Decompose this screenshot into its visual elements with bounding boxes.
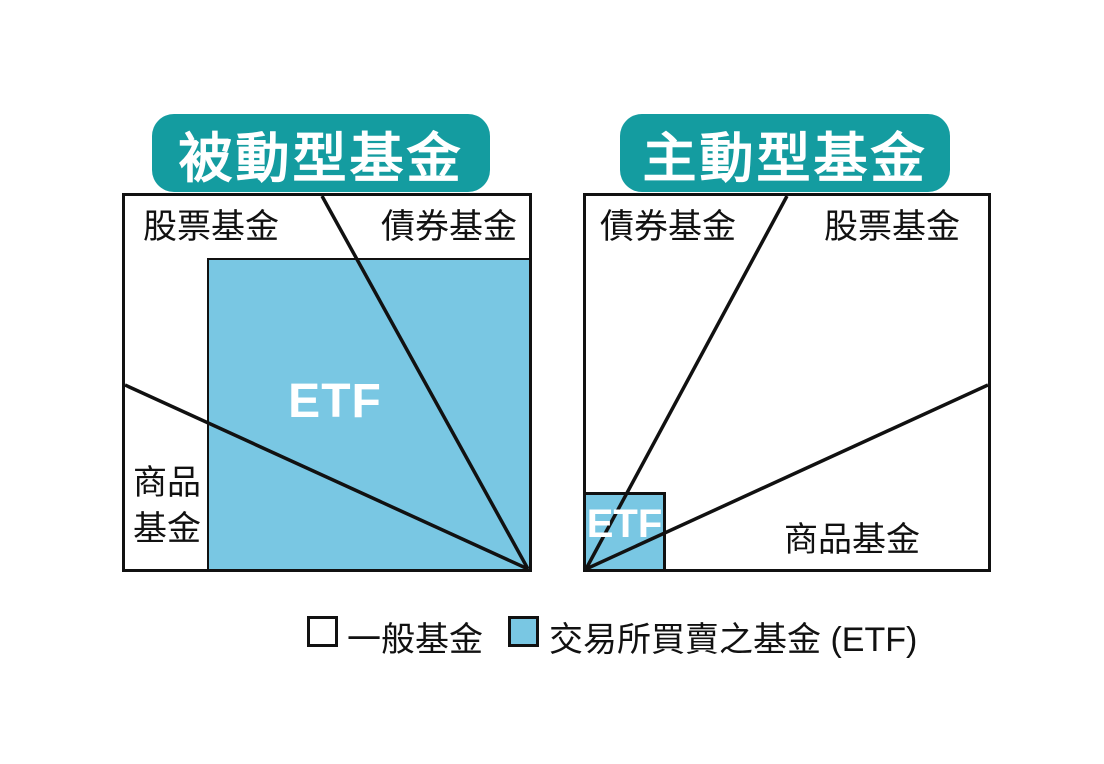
active-commodity-fund-label: 商品基金 [784,521,920,559]
active-fund-title-tab: 主動型基金 [620,114,950,192]
active-bond-fund-label: 債券基金 [600,208,736,246]
active-fund-panel: 債券基金 股票基金 商品基金 ETF [583,193,991,572]
active-divider-lines [586,196,988,569]
passive-commodity-fund-label-line2: 基金 [133,510,201,548]
passive-divider-lines [125,196,529,569]
active-fund-title: 主動型基金 [642,128,928,189]
passive-stock-bond-divider-line [320,196,529,569]
legend-general-fund-swatch [307,616,338,647]
active-stock-fund-label: 股票基金 [824,208,960,246]
passive-fund-title-tab: 被動型基金 [152,114,490,192]
passive-bond-fund-label: 債券基金 [381,208,517,246]
passive-etf-area [207,258,529,569]
active-etf-label: ETF [586,502,663,546]
passive-commodity-fund-label: 商品 基金 [129,460,205,552]
active-etf-area [583,492,666,572]
passive-stock-fund-label: 股票基金 [143,208,279,246]
passive-fund-title: 被動型基金 [178,128,464,189]
legend-etf-fund-swatch [508,616,539,647]
legend-etf-fund-label: 交易所買賣之基金 (ETF) [549,621,918,659]
passive-fund-panel: 股票基金 債券基金 商品 基金 ETF [122,193,532,572]
active-stock-commodity-divider-line [586,383,988,569]
passive-etf-label: ETF [288,375,382,428]
passive-commodity-fund-label-line1: 商品 [133,464,201,502]
active-bond-stock-divider-line [586,196,789,569]
legend-general-fund-label: 一般基金 [347,621,483,659]
passive-stock-commodity-divider-line [125,383,529,569]
